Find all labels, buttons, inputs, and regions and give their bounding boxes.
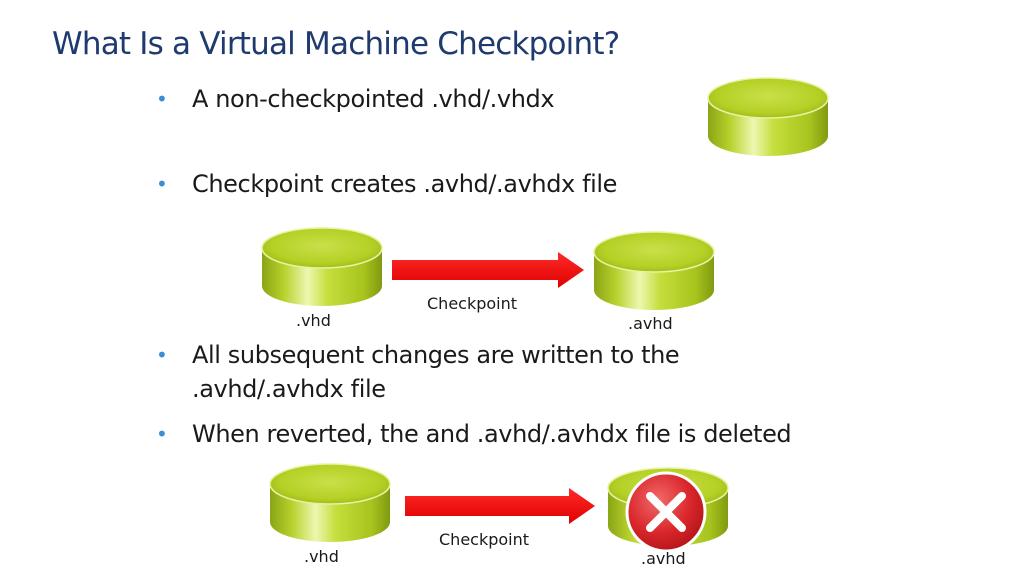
disk-icon bbox=[269, 463, 391, 542]
bullet-text: All subsequent changes are written to th… bbox=[192, 341, 680, 403]
bullet-item: • Checkpoint creates .avhd/.avhdx file bbox=[156, 167, 896, 201]
disk-icon bbox=[707, 77, 829, 156]
vhd-label: .vhd bbox=[304, 547, 339, 566]
bullet-item: • When reverted, the and .avhd/.avhdx fi… bbox=[156, 417, 896, 451]
checkpoint-label: Checkpoint bbox=[439, 530, 530, 549]
bullet-text: When reverted, the and .avhd/.avhdx file… bbox=[192, 420, 792, 448]
checkpoint-label: Checkpoint bbox=[427, 294, 518, 313]
bullet-dot-icon: • bbox=[156, 343, 168, 367]
vhd-label: .vhd bbox=[296, 311, 331, 330]
bullet-dot-icon: • bbox=[156, 422, 168, 446]
avhd-label: .avhd bbox=[628, 314, 673, 333]
bullet-item: • All subsequent changes are written to … bbox=[156, 338, 896, 408]
disk-icon bbox=[261, 227, 383, 306]
bullet-dot-icon: • bbox=[156, 87, 168, 111]
avhd-label: .avhd bbox=[641, 549, 686, 568]
right-arrow-icon bbox=[405, 488, 595, 524]
slide-title: What Is a Virtual Machine Checkpoint? bbox=[52, 26, 620, 62]
disk-icon bbox=[593, 231, 715, 310]
bullet-text: A non-checkpointed .vhd/.vhdx bbox=[192, 85, 555, 113]
bullet-item: • A non-checkpointed .vhd/.vhdx bbox=[156, 82, 896, 116]
delete-x-icon bbox=[625, 471, 707, 553]
right-arrow-icon bbox=[392, 252, 584, 288]
bullet-dot-icon: • bbox=[156, 172, 168, 196]
bullet-text: Checkpoint creates .avhd/.avhdx file bbox=[192, 170, 618, 198]
